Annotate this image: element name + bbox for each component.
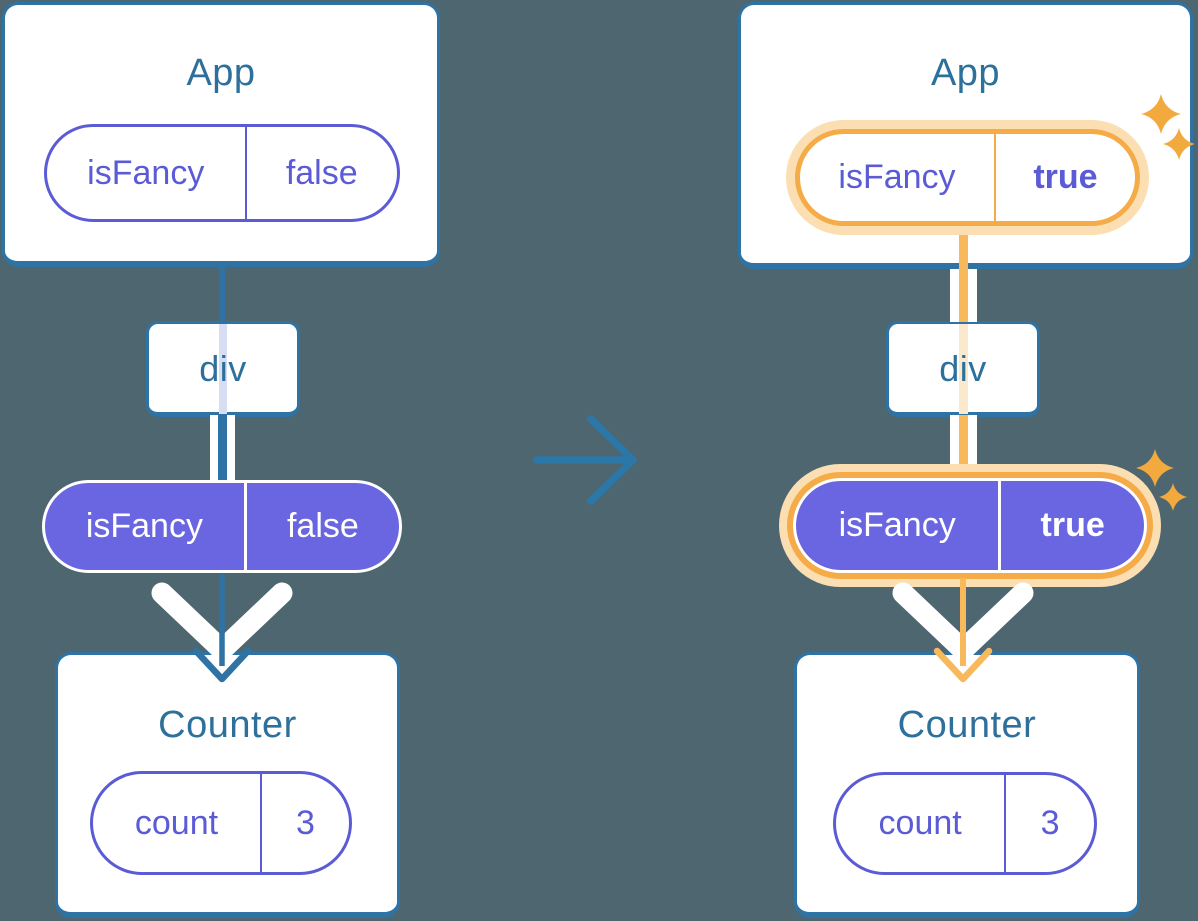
state-value: 3: [1040, 804, 1060, 842]
prop-pill-isfancy-highlighted: isFancy true: [795, 129, 1140, 226]
prop-value: true: [1040, 506, 1105, 544]
prop-name: isFancy: [47, 127, 247, 219]
app-title: App: [186, 52, 256, 94]
prop-name: isFancy: [796, 481, 1002, 570]
prop-pipe-div-to-pill: [950, 415, 977, 482]
div-title: div: [199, 348, 247, 389]
prop-pipe-app-to-div: [950, 269, 977, 322]
passed-prop-pill: isFancy false: [42, 480, 402, 573]
state-name: count: [93, 774, 262, 872]
prop-value: true: [1033, 158, 1098, 196]
counter-title: Counter: [897, 704, 1037, 746]
prop-flow-line-in-card: [959, 228, 968, 272]
prop-flow-faded-line: [959, 324, 968, 414]
prop-pipe-div-to-pill: [210, 415, 235, 482]
connector-app-div: [219, 264, 225, 324]
counter-title: Counter: [158, 704, 297, 746]
passed-prop-pill-highlighted: isFancy true: [793, 478, 1147, 573]
state-pill-count: count 3: [833, 772, 1097, 875]
state-name: count: [836, 775, 1007, 872]
app-title: App: [930, 52, 1001, 94]
prop-value: false: [285, 153, 358, 192]
prop-flow-faded-line: [219, 324, 227, 414]
prop-name: isFancy: [800, 134, 996, 221]
div-title: div: [939, 348, 987, 389]
state-value: 3: [296, 803, 315, 842]
prop-value: false: [286, 507, 359, 545]
prop-name: isFancy: [45, 483, 247, 570]
prop-pill-isfancy: isFancy false: [44, 124, 400, 222]
state-pill-count: count 3: [90, 771, 352, 875]
